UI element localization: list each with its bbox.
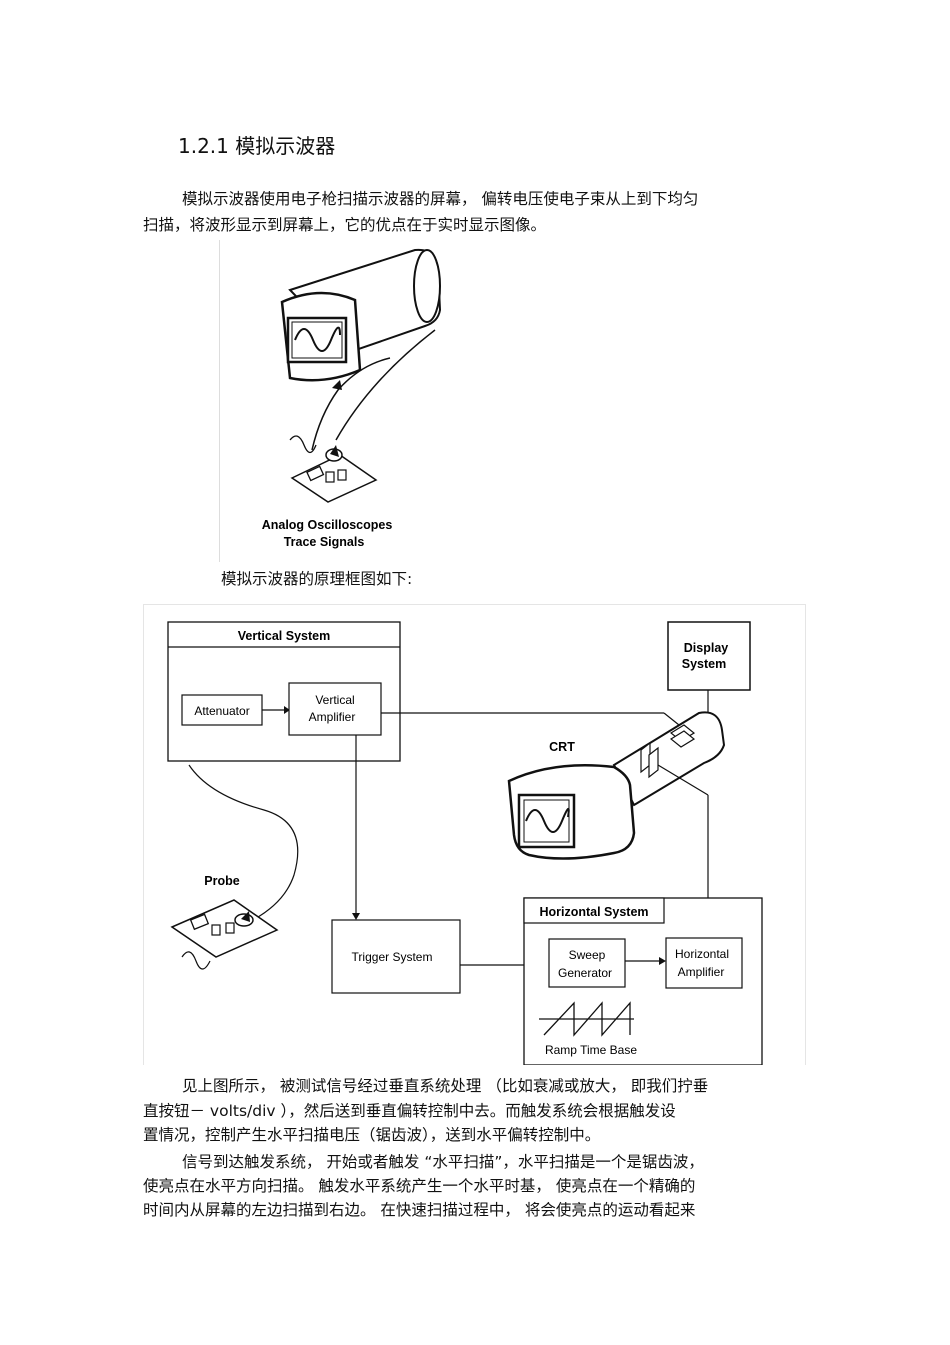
screen-waveform — [294, 326, 341, 352]
horizontal-amplifier-label-2: Amplifier — [678, 965, 725, 979]
vertical-amplifier-label-2: Amplifier — [309, 710, 356, 724]
intro-line-2: 扫描，将波形显示到屏幕上，它的优点在于实时显示图像。 — [143, 216, 547, 234]
display-system-label-1: Display — [684, 641, 729, 655]
figure1-caption-line-1: Analog Oscilloscopes — [262, 518, 393, 532]
body-p1-line-1: 见上图所示， 被测试信号经过垂直系统处理 （比如衰减或放大， 即我们拧垂 — [182, 1077, 709, 1095]
display-system-label-2: System — [682, 657, 726, 671]
oscilloscope-block-diagram: Vertical System Attenuator Vertical Ampl… — [143, 604, 806, 1066]
crt-screen — [517, 793, 576, 849]
vertical-system-label: Vertical System — [238, 629, 330, 643]
ramp-time-base-label: Ramp Time Base — [545, 1043, 637, 1057]
body-p1-line-3: 置情况，控制产生水平扫描电压（锯齿波），送到水平偏转控制中。 — [143, 1126, 601, 1144]
probe-label: Probe — [204, 874, 239, 888]
attenuator-label: Attenuator — [194, 704, 249, 718]
crt-tube-end — [413, 249, 441, 323]
trigger-system-box — [331, 919, 461, 994]
vertical-amplifier-label-1: Vertical — [315, 693, 354, 707]
figure1-caption-line-2: Trace Signals — [284, 535, 365, 549]
probe-cable — [188, 764, 299, 924]
probe-cable — [311, 357, 391, 451]
probe-circuit-board — [170, 899, 279, 958]
section-heading: 1.2.1 模拟示波器 — [178, 134, 336, 158]
sweep-generator-box — [548, 938, 626, 988]
signal-wave-icon — [289, 435, 317, 454]
display-system-box — [667, 621, 751, 691]
horizontal-system-label: Horizontal System — [539, 905, 648, 919]
block-diagram-svg: Vertical System Attenuator Vertical Ampl… — [167, 621, 763, 1066]
body-p2-line-1: 信号到达触发系统， 开始或者触发 “水平扫描”，水平扫描是一个是锯齿波， — [182, 1153, 704, 1171]
analog-oscilloscope-illustration: Analog Oscilloscopes Trace Signals — [262, 248, 442, 549]
body-p2-line-2: 使亮点在水平方向扫描。 触发水平系统产生一个水平时基， 使亮点在一个精确的 — [143, 1177, 696, 1195]
intro-line-1: 模拟示波器使用电子枪扫描示波器的屏幕， 偏转电压使电子束从上到下均匀 — [182, 190, 699, 208]
body-p2-line-3: 时间内从屏幕的左边扫描到右边。 在快速扫描过程中， 将会使亮点的运动看起来 — [143, 1201, 696, 1219]
horizontal-amplifier-label-1: Horizontal — [675, 947, 729, 961]
sweep-generator-label-2: Generator — [558, 966, 612, 980]
horizontal-amplifier-box — [665, 937, 743, 989]
body-p1-line-2: 直按钮－ volts/div ），然后送到垂直偏转控制中去。而触发系统会根据触发… — [143, 1102, 676, 1120]
ramp-waveform — [543, 1001, 631, 1037]
probe-signal-wave-icon — [181, 951, 211, 970]
crt-tube — [612, 711, 726, 807]
crt-screen — [286, 316, 348, 364]
analog-oscilloscope-figure: Analog Oscilloscopes Trace Signals — [219, 240, 462, 562]
vertical-amplifier-box — [288, 682, 382, 736]
trigger-system-label: Trigger System — [352, 950, 433, 964]
figure-intro-text: 模拟示波器的原理框图如下: — [221, 570, 413, 588]
sweep-generator-label-1: Sweep — [569, 948, 606, 962]
crt-waveform — [525, 808, 570, 833]
crt-label: CRT — [549, 740, 575, 754]
